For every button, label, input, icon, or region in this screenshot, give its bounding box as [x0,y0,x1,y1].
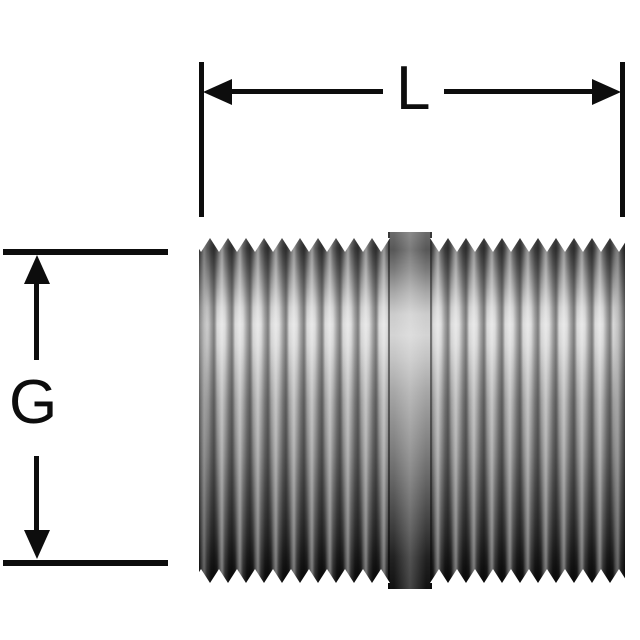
nipple-center-collar [388,232,432,589]
length-extension-line-left [199,62,204,217]
nipple-left-end-shadow [199,238,209,583]
dimension-label-length: L [396,54,431,123]
nipple-right-end-shadow [613,238,625,583]
dimension-label-thread-size: G [9,368,58,437]
thread-size-dimension-line-upper-segment [34,284,39,360]
thread-size-extension-line-bottom [3,560,168,566]
collar-highlight [394,232,426,589]
pipe-nipple-part [192,232,628,589]
length-arrow-right-icon [592,79,621,105]
collar-right-edge [430,232,432,589]
length-dimension-line-right-segment [444,89,592,94]
thread-size-extension-line-top [3,249,168,255]
thread-size-dimension-line-lower-segment [34,456,39,530]
collar-left-edge [388,232,390,589]
length-dimension-line-left-segment [231,89,383,94]
length-arrow-left-icon [203,79,232,105]
thread-size-arrow-up-icon [24,255,50,284]
length-extension-line-right [620,62,625,217]
thread-size-arrow-down-icon [24,530,50,559]
